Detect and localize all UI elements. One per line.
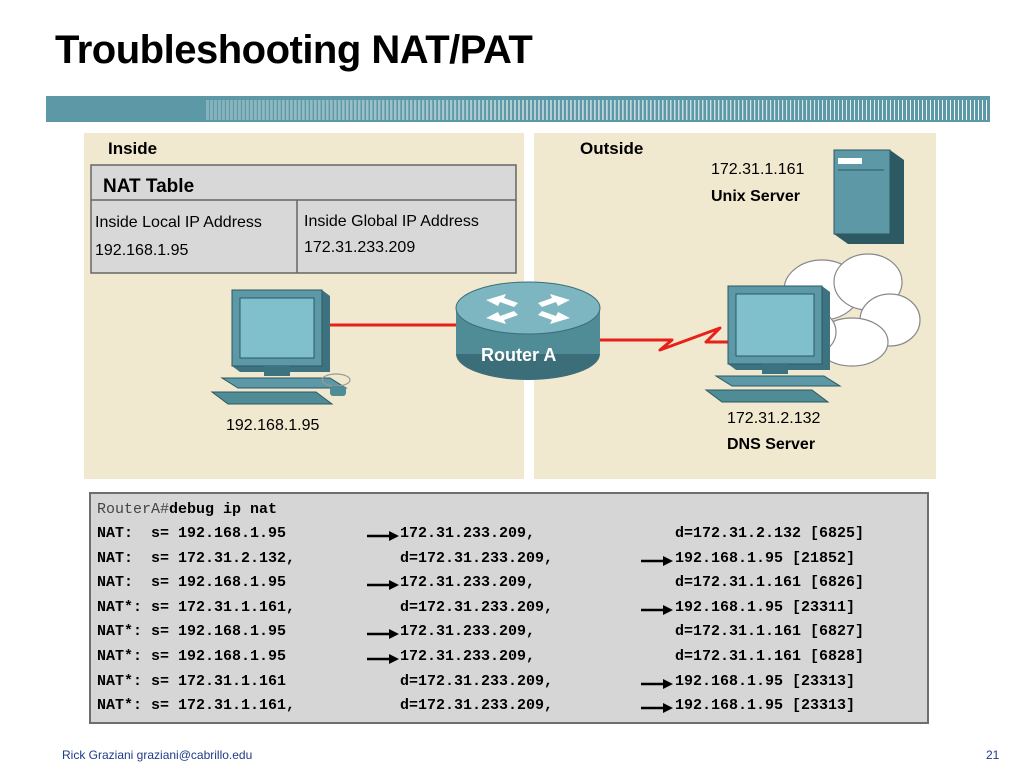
console-line-middle: 172.31.233.209, (400, 648, 536, 665)
console-line-source: s= 172.31.1.161 (151, 672, 287, 690)
nat-table: NAT Table Inside Local IP Address Inside… (90, 164, 517, 274)
console-command: debug ip nat (169, 501, 278, 518)
dns-server-ip: 172.31.2.132 (727, 410, 821, 427)
console-line-dest: 192.168.1.95 [23313] (675, 697, 856, 715)
arrow-right-icon (367, 530, 399, 542)
console-line-prefix: NAT: (97, 549, 152, 567)
nat-table-col1-value: 192.168.1.95 (95, 242, 189, 259)
console-line-dest: 192.168.1.95 [21852] (675, 549, 856, 567)
console-line: NAT: s= 192.168.1.95 172.31.233.209, d=172… (97, 522, 927, 546)
console-line-middle: d=172.31.233.209, (400, 598, 554, 616)
unix-server-ip: 172.31.1.161 (711, 161, 805, 178)
slide-title: Troubleshooting NAT/PAT (55, 28, 533, 72)
outside-label: Outside (580, 139, 643, 158)
console-line-middle: 172.31.233.209, (400, 623, 536, 641)
nat-table-col1-header: Inside Local IP Address (95, 214, 262, 231)
dns-server-pc-icon (704, 285, 842, 403)
console-line-dest: d=172.31.1.161 [6826] (675, 574, 865, 592)
console-line-source: s= 172.31.2.132, (151, 549, 296, 567)
nat-table-col2-value: 172.31.233.209 (304, 239, 415, 256)
console-line-dest: d=172.31.1.161 [6827] (675, 623, 865, 641)
console-line-middle: 172.31.233.209, (400, 525, 536, 542)
arrow-right-icon (641, 555, 673, 567)
console-line: NAT*: s= 192.168.1.95 172.31.233.209, d=17… (97, 620, 927, 644)
page-number: 21 (986, 748, 1000, 762)
console-line-source: s= 192.168.1.95 (151, 525, 287, 542)
console-line: NAT*: s= 172.31.1.161, d=172.31.233.209, 1… (97, 694, 927, 718)
dns-server-name: DNS Server (727, 436, 815, 453)
network-diagram: Inside Outside NAT Table Inside Local IP… (84, 133, 936, 479)
console-line: NAT*: s= 192.168.1.95 172.31.233.209, d=17… (97, 645, 927, 669)
console-line-prefix: NAT*: (97, 623, 152, 641)
arrow-right-icon (641, 604, 673, 616)
header-banner (46, 96, 990, 122)
console-line-prefix: NAT*: (97, 598, 152, 616)
router-label: Router A (481, 345, 556, 365)
console-line-prefix: NAT*: (97, 672, 152, 690)
console-line-source: s= 192.168.1.95 (151, 623, 287, 641)
unix-server-icon (833, 149, 904, 244)
console-line-prefix: NAT*: (97, 648, 152, 665)
console-line-middle: d=172.31.233.209, (400, 549, 554, 567)
router-icon (455, 281, 601, 380)
console-line: NAT*: s= 172.31.1.161 d=172.31.233.209, 19… (97, 670, 927, 694)
arrow-right-icon (367, 628, 399, 640)
arrow-right-icon (367, 579, 399, 591)
console-line-prefix: NAT: (97, 525, 152, 542)
console-command-line: RouterA#debug ip nat (97, 498, 277, 522)
console-prompt: RouterA# (97, 501, 170, 518)
console-line-prefix: NAT: (97, 574, 152, 592)
nat-table-heading: NAT Table (103, 176, 194, 197)
debug-console: RouterA#debug ip nat NAT: s= 192.168.1.9… (89, 492, 929, 724)
console-line-middle: d=172.31.233.209, (400, 697, 554, 715)
footer-author: Rick Graziani graziani@cabrillo.edu (62, 748, 253, 762)
serial-link (596, 326, 740, 352)
arrow-right-icon (641, 702, 673, 714)
console-line: NAT: s= 172.31.2.132, d=172.31.233.209, 19… (97, 547, 927, 571)
console-line-source: s= 172.31.1.161, (151, 598, 296, 616)
console-line-dest: 192.168.1.95 [23313] (675, 672, 856, 690)
console-line-source: s= 192.168.1.95 (151, 648, 287, 665)
console-line-source: s= 192.168.1.95 (151, 574, 287, 592)
console-line-middle: d=172.31.233.209, (400, 672, 554, 690)
console-line-dest: 192.168.1.95 [23311] (675, 598, 856, 616)
console-line-dest: d=172.31.2.132 [6825] (675, 525, 865, 542)
console-line: NAT: s= 192.168.1.95 172.31.233.209, d=172… (97, 571, 927, 595)
inside-label: Inside (108, 139, 157, 158)
console-line: NAT*: s= 172.31.1.161, d=172.31.233.209, 1… (97, 596, 927, 620)
unix-server-name: Unix Server (711, 188, 800, 205)
host-ip: 192.168.1.95 (226, 417, 320, 434)
console-line-source: s= 172.31.1.161, (151, 697, 296, 715)
arrow-right-icon (641, 678, 673, 690)
console-line-prefix: NAT*: (97, 697, 152, 715)
arrow-right-icon (367, 653, 399, 665)
nat-table-col2-header: Inside Global IP Address (304, 213, 479, 230)
host-pc-icon (210, 289, 351, 405)
console-line-middle: 172.31.233.209, (400, 574, 536, 592)
console-line-dest: d=172.31.1.161 [6828] (675, 648, 865, 665)
